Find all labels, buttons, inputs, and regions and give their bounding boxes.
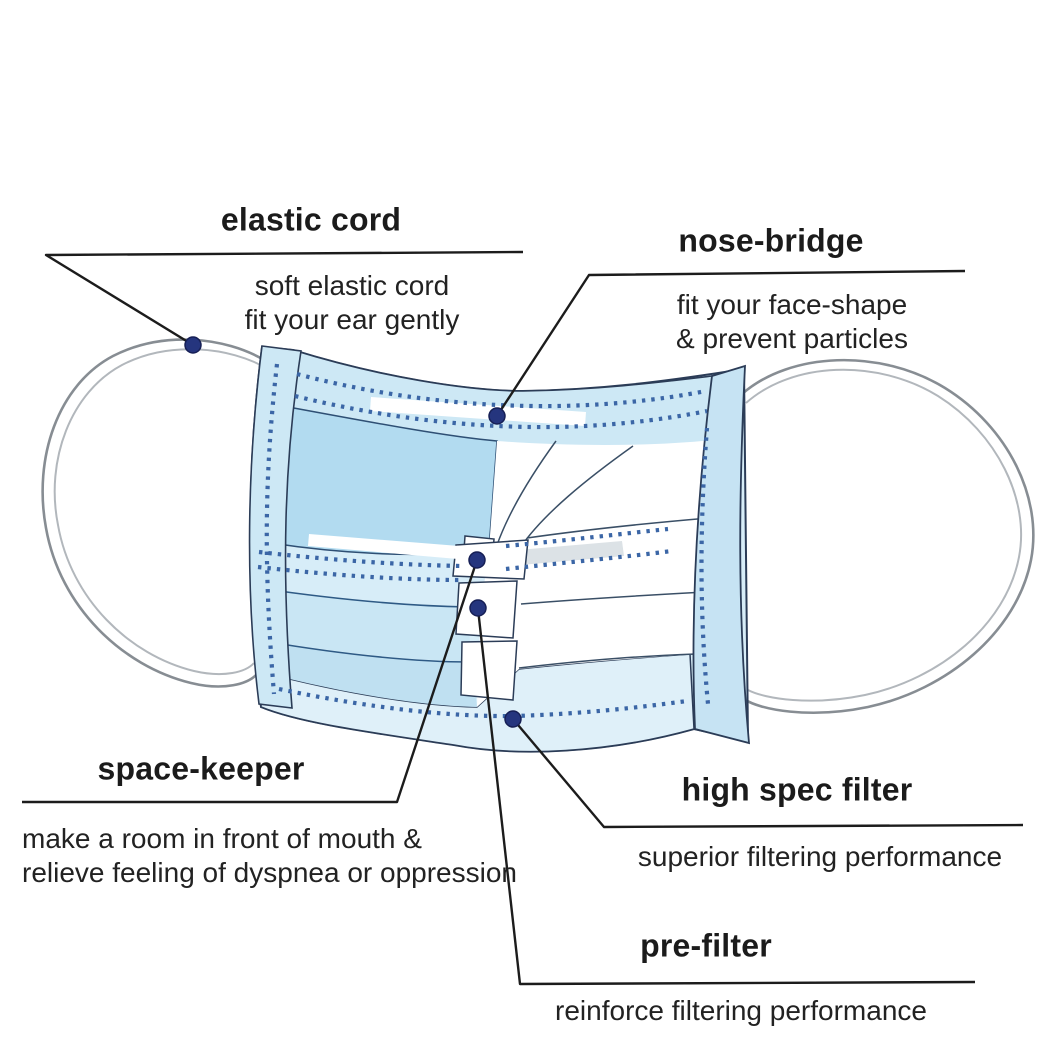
desc-high-spec-filter: superior filtering performance [638, 840, 1002, 874]
label-title: nose-bridge [678, 222, 864, 259]
panel-slit [308, 534, 459, 559]
label-title: pre-filter [640, 927, 772, 964]
high-spec-filter-marker-dot [504, 710, 522, 728]
desc-line: & prevent particles [676, 323, 908, 354]
leader-high-spec-filter [512, 718, 1024, 829]
label-nose-bridge: nose-bridge [678, 223, 863, 260]
desc-elastic-cord: soft elastic cord fit your ear gently [245, 269, 460, 337]
label-elastic-cord: elastic cord [221, 202, 401, 239]
leader-lines [22, 250, 1024, 986]
label-space-keeper: space-keeper [98, 751, 305, 788]
leader-nose-bridge [495, 269, 966, 417]
label-title: elastic cord [220, 201, 402, 238]
label-title: space-keeper [97, 750, 305, 787]
label-high-spec-filter: high spec filter [682, 772, 913, 809]
leader-elastic-cord [44, 250, 524, 347]
filter-slit [507, 541, 624, 566]
nose-bridge-marker-dot [488, 407, 506, 425]
label-title: high spec filter [681, 771, 913, 808]
desc-line: fit your ear gently [244, 304, 460, 335]
left-band [248, 345, 302, 709]
nose-bridge-slit [370, 397, 586, 426]
desc-line: superior filtering performance [637, 841, 1003, 872]
mask-body [248, 345, 751, 753]
desc-pre-filter: reinforce filtering performance [555, 994, 927, 1028]
pleat-panels [257, 587, 477, 707]
desc-line: make a room in front of mouth & [22, 823, 422, 854]
desc-line: relieve feeling of dyspnea or oppression [22, 857, 517, 888]
filter-layers-cutaway [477, 440, 713, 707]
desc-nose-bridge: fit your face-shape & prevent particles [676, 288, 908, 356]
desc-line: reinforce filtering performance [555, 995, 927, 1026]
desc-space-keeper: make a room in front of mouth & relieve … [22, 822, 517, 890]
leader-space-keeper [22, 559, 479, 804]
right-band [692, 364, 751, 745]
left-ear-loop [41, 338, 269, 688]
pre-filter-marker-dot [469, 599, 487, 617]
right-ear-loop [741, 358, 1035, 715]
label-pre-filter: pre-filter [640, 928, 772, 965]
space-keeper-marker-dot [468, 551, 486, 569]
marker-dots [184, 336, 522, 728]
desc-line: soft elastic cord [254, 270, 450, 301]
leader-pre-filter [476, 608, 976, 986]
desc-line: fit your face-shape [676, 289, 908, 320]
elastic-cord-marker-dot [184, 336, 202, 354]
